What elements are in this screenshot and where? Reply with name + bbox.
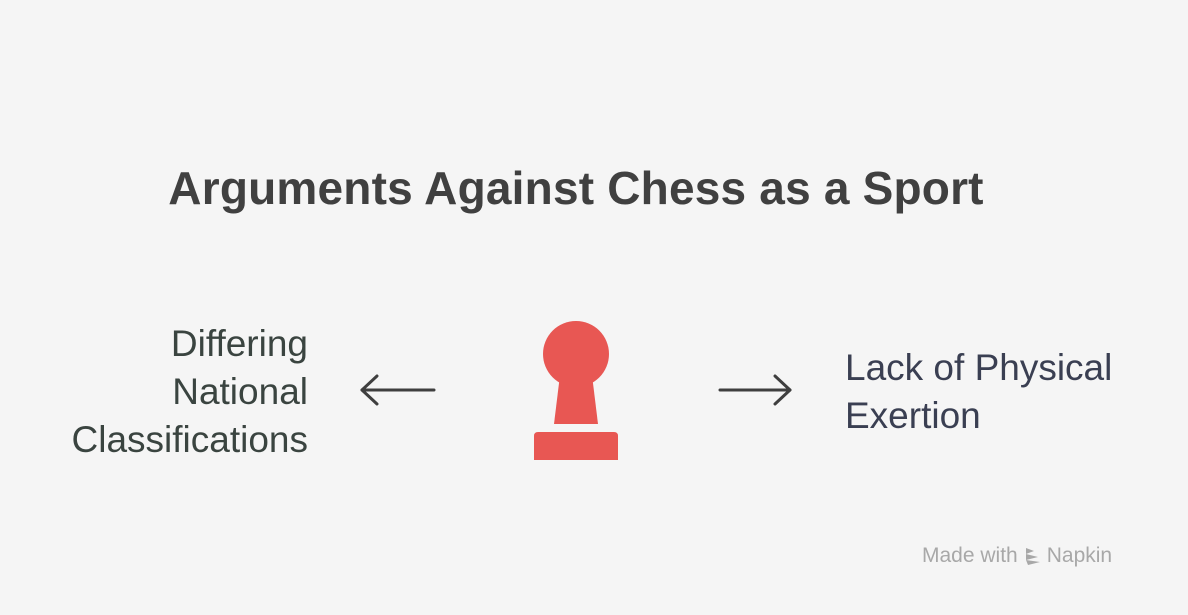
left-argument-label: Differing National Classifications xyxy=(72,320,308,464)
left-argument-line: Classifications xyxy=(71,419,308,460)
watermark-brand: Napkin xyxy=(1046,544,1113,567)
right-argument-line: Lack of Physical xyxy=(845,347,1113,388)
napkin-brand: Napkin xyxy=(1024,544,1112,568)
right-argument-line: Exertion xyxy=(845,395,981,436)
left-argument-line: Differing xyxy=(170,323,308,364)
right-argument-label: Lack of Physical Exertion xyxy=(845,344,1112,440)
left-argument-line: National xyxy=(172,371,308,412)
page-title: Arguments Against Chess as a Sport xyxy=(168,162,984,214)
chess-pawn-icon xyxy=(534,321,618,460)
left-arrow-icon xyxy=(360,374,436,406)
napkin-logo-icon xyxy=(1025,548,1040,565)
right-arrow-icon xyxy=(718,374,792,406)
made-with-napkin-watermark: Made with Napkin xyxy=(922,544,1112,568)
watermark-prefix: Made with xyxy=(922,544,1018,567)
